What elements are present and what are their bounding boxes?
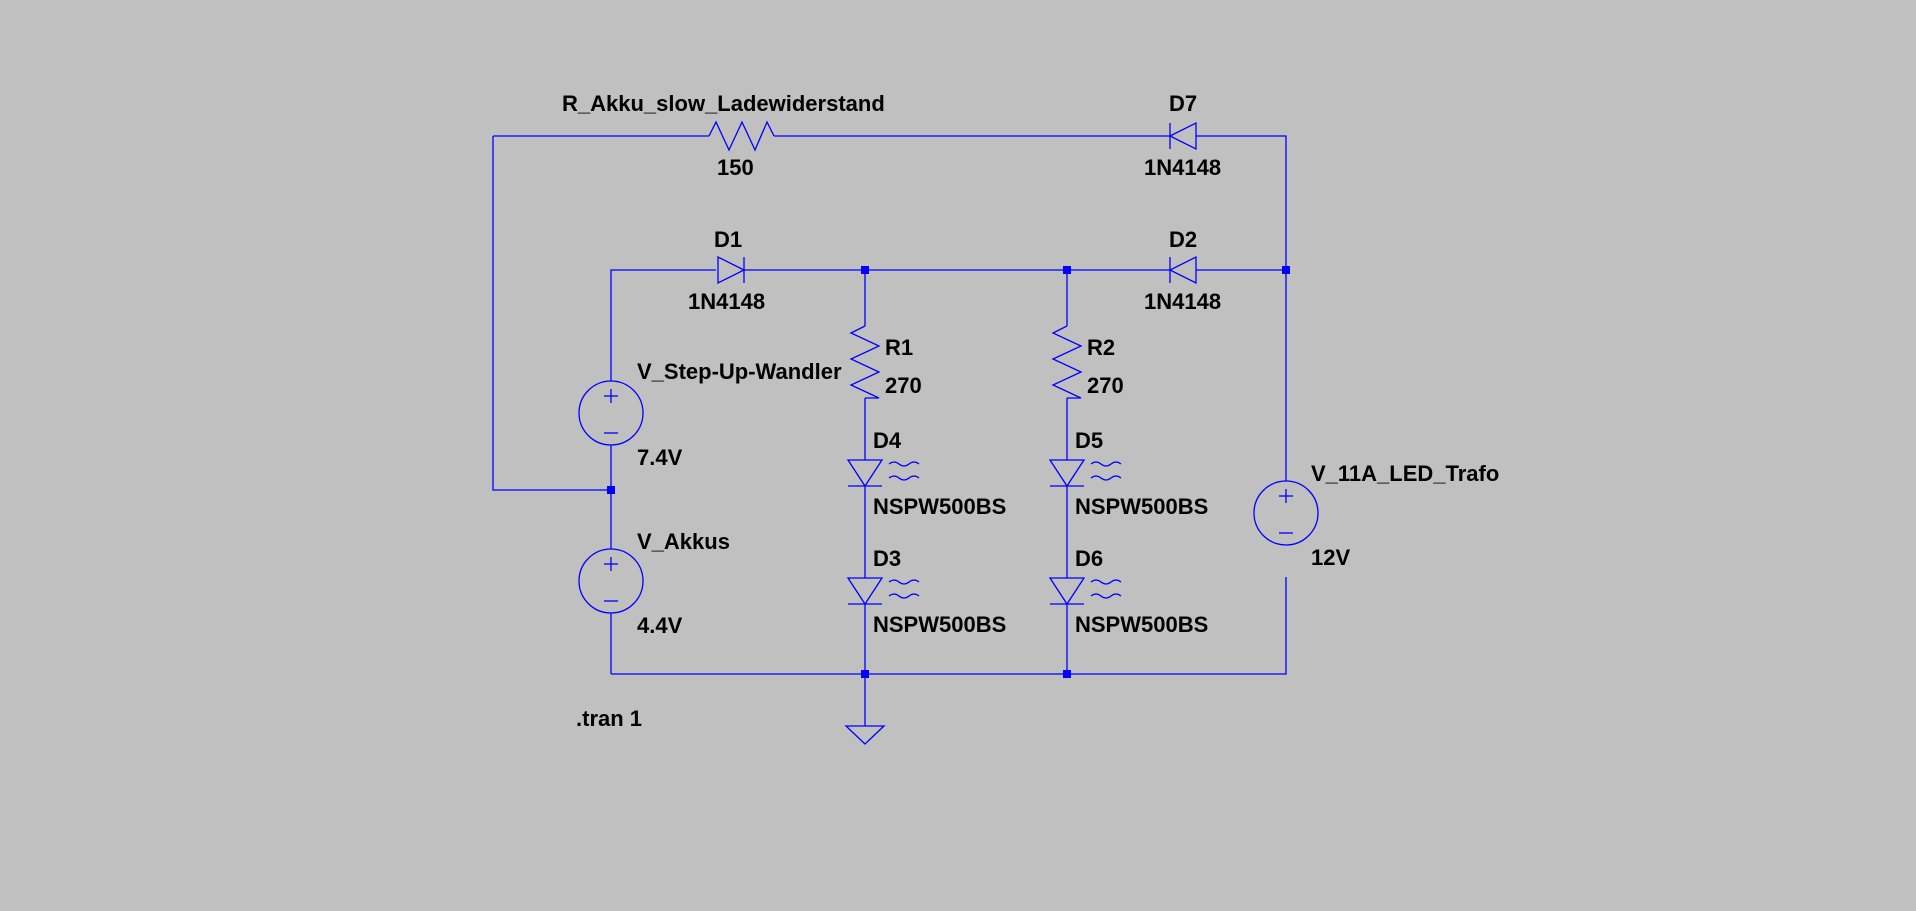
led-d5[interactable]: D5 NSPW500BS — [1048, 428, 1208, 519]
wires — [492, 135, 1287, 726]
led-d3[interactable]: D3 NSPW500BS — [846, 546, 1006, 637]
ground-icon[interactable] — [844, 725, 886, 745]
d1-name: D1 — [714, 227, 742, 252]
v-akkus-name: V_Akkus — [637, 529, 730, 554]
diode-d7[interactable]: D7 1N4148 — [1144, 91, 1221, 180]
wire-top-d7-right[interactable] — [1196, 135, 1287, 270]
diode-d1[interactable]: D1 1N4148 — [688, 227, 765, 314]
resistor-r2[interactable]: R2 270 — [1051, 325, 1124, 399]
resistor-icon[interactable] — [1051, 325, 1083, 399]
r-akku-value: 150 — [717, 155, 754, 180]
wire-left-loop[interactable] — [492, 136, 611, 491]
d6-model: NSPW500BS — [1075, 612, 1208, 637]
d2-model: 1N4148 — [1144, 289, 1221, 314]
d4-model: NSPW500BS — [873, 494, 1006, 519]
voltage-source-icon[interactable] — [1253, 480, 1319, 546]
diode-icon[interactable] — [1168, 255, 1197, 285]
diode-icon[interactable] — [717, 255, 746, 285]
r1-name: R1 — [885, 335, 913, 360]
led-icon[interactable] — [846, 577, 920, 606]
r2-name: R2 — [1087, 335, 1115, 360]
junction-dot — [861, 266, 869, 274]
v-trafo-value: 12V — [1311, 545, 1350, 570]
junction-dot — [607, 486, 615, 494]
junction-dot — [861, 670, 869, 678]
v-step-value: 7.4V — [637, 445, 683, 470]
resistor-r1[interactable]: R1 270 — [849, 325, 922, 399]
junction-dot — [1282, 266, 1290, 274]
d5-name: D5 — [1075, 428, 1103, 453]
d2-name: D2 — [1169, 227, 1197, 252]
junction-dot — [1063, 266, 1071, 274]
d7-name: D7 — [1169, 91, 1197, 116]
voltage-source-v-trafo[interactable]: V_11A_LED_Trafo 12V — [1253, 461, 1499, 570]
led-icon[interactable] — [846, 459, 920, 488]
v-step-name: V_Step-Up-Wandler — [637, 359, 842, 384]
voltage-source-icon[interactable] — [578, 380, 644, 446]
r-akku-name: R_Akku_slow_Ladewiderstand — [562, 91, 885, 116]
resistor-icon[interactable] — [849, 325, 881, 399]
d7-model: 1N4148 — [1144, 155, 1221, 180]
d3-name: D3 — [873, 546, 901, 571]
spice-directive[interactable]: .tran 1 — [576, 706, 642, 731]
voltage-source-v-step[interactable]: V_Step-Up-Wandler 7.4V — [578, 359, 842, 470]
r1-value: 270 — [885, 373, 922, 398]
v-trafo-name: V_11A_LED_Trafo — [1311, 461, 1499, 486]
d3-model: NSPW500BS — [873, 612, 1006, 637]
d4-name: D4 — [873, 428, 902, 453]
wire-bottom-rail[interactable] — [611, 577, 1287, 675]
d6-name: D6 — [1075, 546, 1103, 571]
d1-model: 1N4148 — [688, 289, 765, 314]
led-d4[interactable]: D4 NSPW500BS — [846, 428, 1006, 519]
junction-dot — [1063, 670, 1071, 678]
led-d6[interactable]: D6 NSPW500BS — [1048, 546, 1208, 637]
resistor-r-akku[interactable]: R_Akku_slow_Ladewiderstand 150 — [562, 91, 885, 180]
led-icon[interactable] — [1048, 459, 1122, 488]
diode-icon[interactable] — [1168, 121, 1197, 151]
d5-model: NSPW500BS — [1075, 494, 1208, 519]
junctions — [607, 266, 1290, 678]
voltage-source-v-akkus[interactable]: V_Akkus 4.4V — [578, 529, 730, 638]
v-akkus-value: 4.4V — [637, 613, 683, 638]
led-icon[interactable] — [1048, 577, 1122, 606]
resistor-icon[interactable] — [708, 120, 775, 152]
r2-value: 270 — [1087, 373, 1124, 398]
wire-rail-left[interactable] — [610, 269, 716, 381]
voltage-source-icon[interactable] — [578, 548, 644, 614]
diode-d2[interactable]: D2 1N4148 — [1144, 227, 1221, 314]
